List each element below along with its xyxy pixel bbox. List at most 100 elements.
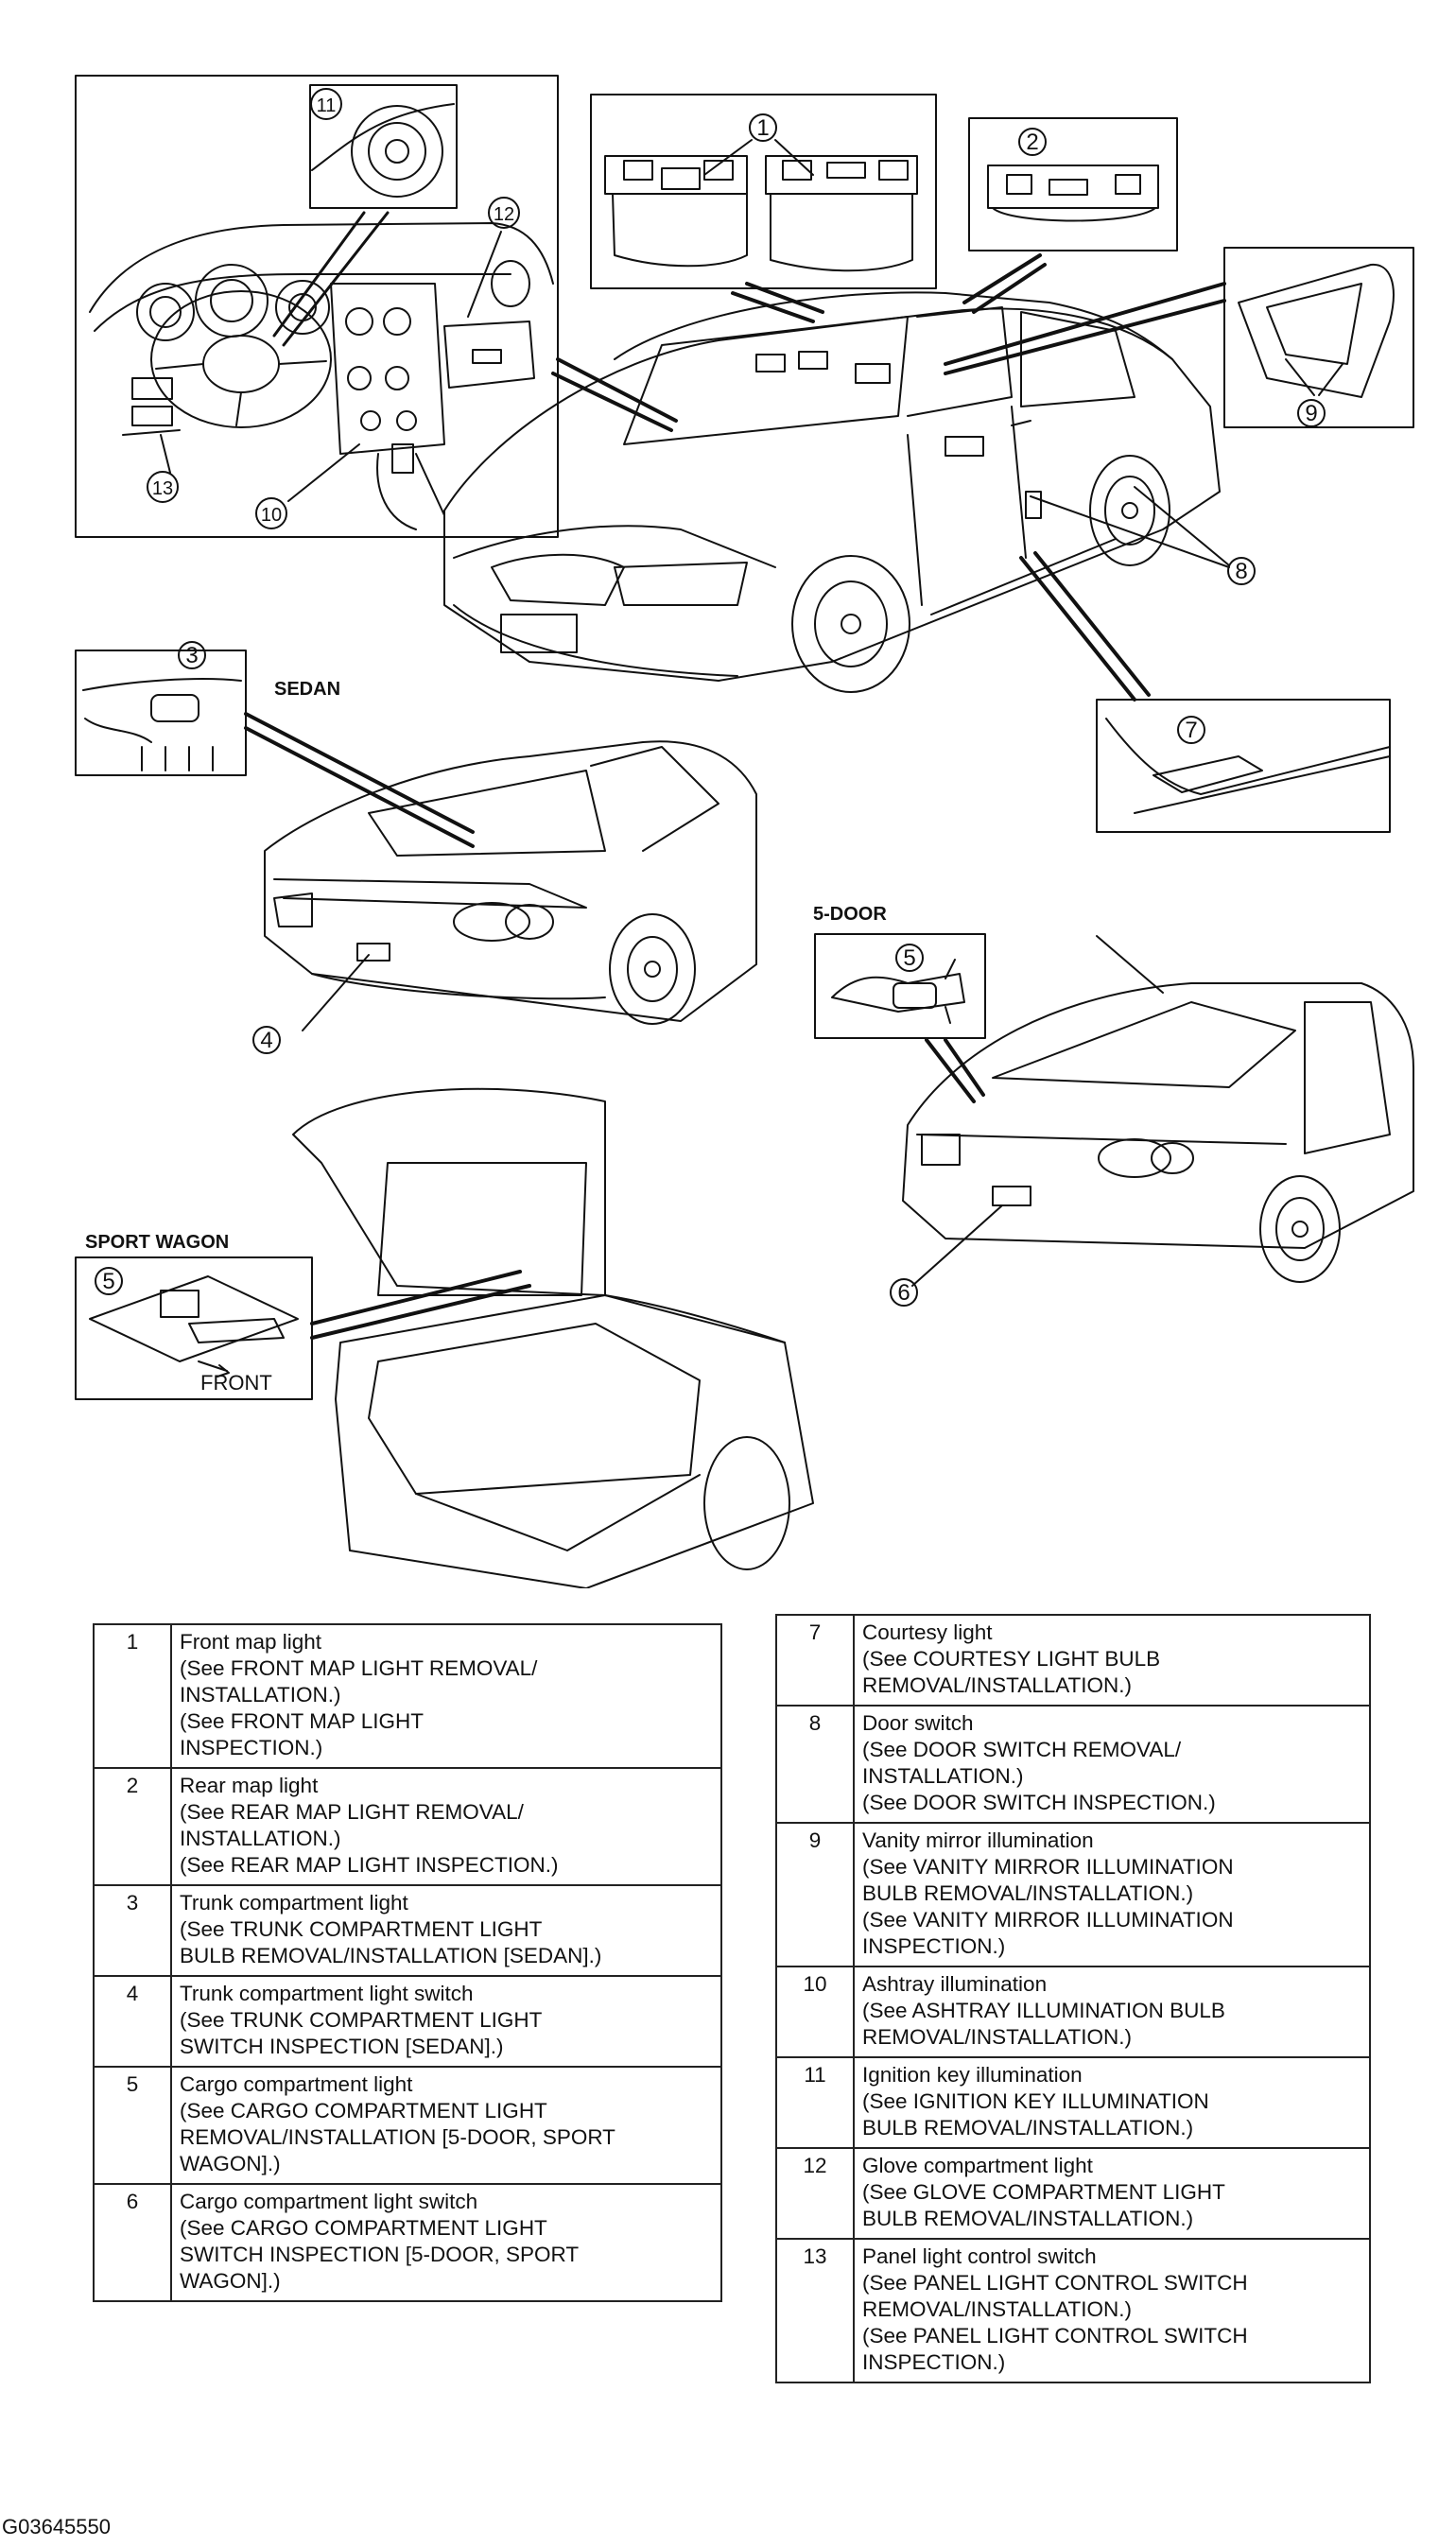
description-line: Courtesy light bbox=[862, 1620, 993, 1644]
description-line: Vanity mirror illumination bbox=[862, 1828, 1094, 1852]
item-description: Ignition key illumination(See IGNITION K… bbox=[853, 2056, 1371, 2149]
svg-text:8: 8 bbox=[1235, 559, 1247, 584]
callout-5-five-door: 5 bbox=[895, 944, 924, 972]
svg-text:5: 5 bbox=[102, 1269, 114, 1294]
callout-13: 13 bbox=[147, 471, 179, 503]
callout-4: 4 bbox=[252, 1026, 281, 1054]
description-line: REMOVAL/INSTALLATION.) bbox=[862, 2297, 1133, 2321]
description-line: BULB REMOVAL/INSTALLATION.) bbox=[862, 2116, 1194, 2140]
item-number: 3 bbox=[93, 1884, 172, 1977]
description-line: Door switch bbox=[862, 1711, 974, 1735]
callout-8: 8 bbox=[1227, 557, 1256, 585]
description-line: Panel light control switch bbox=[862, 2244, 1097, 2268]
description-line: BULB REMOVAL/INSTALLATION [SEDAN].) bbox=[180, 1944, 602, 1967]
description-line: (See TRUNK COMPARTMENT LIGHT bbox=[180, 2008, 543, 2032]
description-line: INSTALLATION.) bbox=[862, 1764, 1024, 1788]
svg-text:6: 6 bbox=[897, 1280, 910, 1306]
description-line: INSPECTION.) bbox=[862, 2350, 1006, 2374]
front-map-light-inset bbox=[590, 94, 937, 289]
description-line: Front map light bbox=[180, 1630, 322, 1654]
description-line: Ashtray illumination bbox=[862, 1972, 1048, 1996]
svg-text:4: 4 bbox=[260, 1028, 272, 1053]
item-description: Panel light control switch (See PANEL LIG… bbox=[853, 2238, 1371, 2383]
description-line: (See CARGO COMPARTMENT LIGHT bbox=[180, 2216, 547, 2240]
description-line: (See COURTESY LIGHT BULB bbox=[862, 1647, 1161, 1671]
parts-table-left: 1 Front map light (See FRONT MAP LIGHT REM… bbox=[93, 1623, 722, 2302]
figure-reference-code: G03645550 bbox=[2, 2515, 111, 2538]
description-line: (See GLOVE COMPARTMENT LIGHT bbox=[862, 2180, 1225, 2204]
five-door-rear-view bbox=[902, 935, 1414, 1287]
description-line: BULB REMOVAL/INSTALLATION.) bbox=[862, 1881, 1194, 1905]
description-line: (See TRUNK COMPARTMENT LIGHT bbox=[180, 1917, 543, 1941]
description-line: REMOVAL/INSTALLATION.) bbox=[862, 1673, 1133, 1697]
item-number: 7 bbox=[775, 1614, 855, 1707]
five-door-label: 5-DOOR bbox=[813, 904, 887, 925]
description-line: INSTALLATION.) bbox=[180, 1683, 341, 1707]
item-number: 5 bbox=[93, 2066, 172, 2185]
description-line: REMOVAL/INSTALLATION [5-DOOR, SPORT bbox=[180, 2125, 615, 2149]
item-number: 12 bbox=[775, 2147, 855, 2240]
svg-text:1: 1 bbox=[756, 115, 769, 141]
item-description: Cargo compartment light(See CARGO COMPAR… bbox=[170, 2066, 722, 2185]
svg-text:9: 9 bbox=[1305, 401, 1317, 426]
item-description: Cargo compartment light switch (See CARGO… bbox=[170, 2183, 722, 2302]
description-line: (See DOOR SWITCH INSPECTION.) bbox=[862, 1791, 1216, 1814]
svg-text:13: 13 bbox=[152, 478, 173, 499]
description-line: (See CARGO COMPARTMENT LIGHT bbox=[180, 2099, 547, 2122]
description-line: (See PANEL LIGHT CONTROL SWITCH bbox=[862, 2324, 1248, 2348]
svg-text:5: 5 bbox=[903, 945, 915, 971]
description-line: REMOVAL/INSTALLATION.) bbox=[862, 2025, 1133, 2049]
courtesy-light-inset bbox=[1096, 699, 1391, 833]
description-line: SWITCH INSPECTION [5-DOOR, SPORT bbox=[180, 2243, 580, 2266]
callout-1: 1 bbox=[703, 113, 814, 176]
sport-wagon-inset bbox=[75, 1256, 531, 1400]
callout-7: 7 bbox=[1177, 716, 1205, 744]
description-line: INSTALLATION.) bbox=[180, 1827, 341, 1850]
callout-2: 2 bbox=[1018, 128, 1047, 156]
description-line: (See REAR MAP LIGHT REMOVAL/ bbox=[180, 1800, 524, 1824]
svg-text:12: 12 bbox=[494, 204, 514, 225]
description-line: (See VANITY MIRROR ILLUMINATION bbox=[862, 1855, 1234, 1879]
description-line: (See FRONT MAP LIGHT bbox=[180, 1709, 424, 1733]
description-line: Trunk compartment light bbox=[180, 1891, 408, 1915]
description-line: (See PANEL LIGHT CONTROL SWITCH bbox=[862, 2271, 1248, 2295]
item-description: Ashtray illumination (See ASHTRAY ILLUMIN… bbox=[853, 1966, 1371, 2058]
item-number: 13 bbox=[775, 2238, 855, 2383]
table-row: 13 Panel light control switch (See PANEL L… bbox=[775, 2238, 1371, 2383]
description-line: (See ASHTRAY ILLUMINATION BULB bbox=[862, 1999, 1225, 2022]
dashboard-inset bbox=[75, 75, 559, 538]
callout-3: 3 bbox=[178, 641, 206, 669]
description-line: INSPECTION.) bbox=[180, 1736, 323, 1759]
item-description: Glove compartment light(See GLOVE COMPAR… bbox=[853, 2147, 1371, 2240]
item-description: Trunk compartment light(See TRUNK COMPAR… bbox=[170, 1884, 722, 1977]
callout-5-sport-wagon: 5 bbox=[95, 1267, 123, 1295]
description-line: INSPECTION.) bbox=[862, 1934, 1006, 1958]
description-line: (See IGNITION KEY ILLUMINATION bbox=[862, 2089, 1209, 2113]
item-description: Front map light(See FRONT MAP LIGHT REMO… bbox=[170, 1623, 722, 1769]
callout-11: 11 bbox=[310, 88, 342, 120]
description-line: WAGON].) bbox=[180, 2269, 281, 2293]
sedan-rear-view bbox=[264, 740, 757, 1031]
description-line: Ignition key illumination bbox=[862, 2063, 1083, 2087]
item-description: Door switch (See DOOR SWITCH REMOVAL/INST… bbox=[853, 1705, 1371, 1824]
front-direction-label: FRONT bbox=[200, 1371, 272, 1395]
callout-9: 9 bbox=[1297, 399, 1326, 427]
description-line: Cargo compartment light switch bbox=[180, 2190, 478, 2213]
description-line: (See DOOR SWITCH REMOVAL/ bbox=[862, 1738, 1182, 1761]
five-door-inset bbox=[814, 933, 986, 1103]
rear-map-light-inset bbox=[968, 117, 1178, 251]
sedan-trunk-inset bbox=[75, 650, 475, 848]
item-number: 1 bbox=[93, 1623, 172, 1769]
item-description: Rear map light(See REAR MAP LIGHT REMOVA… bbox=[170, 1767, 722, 1886]
